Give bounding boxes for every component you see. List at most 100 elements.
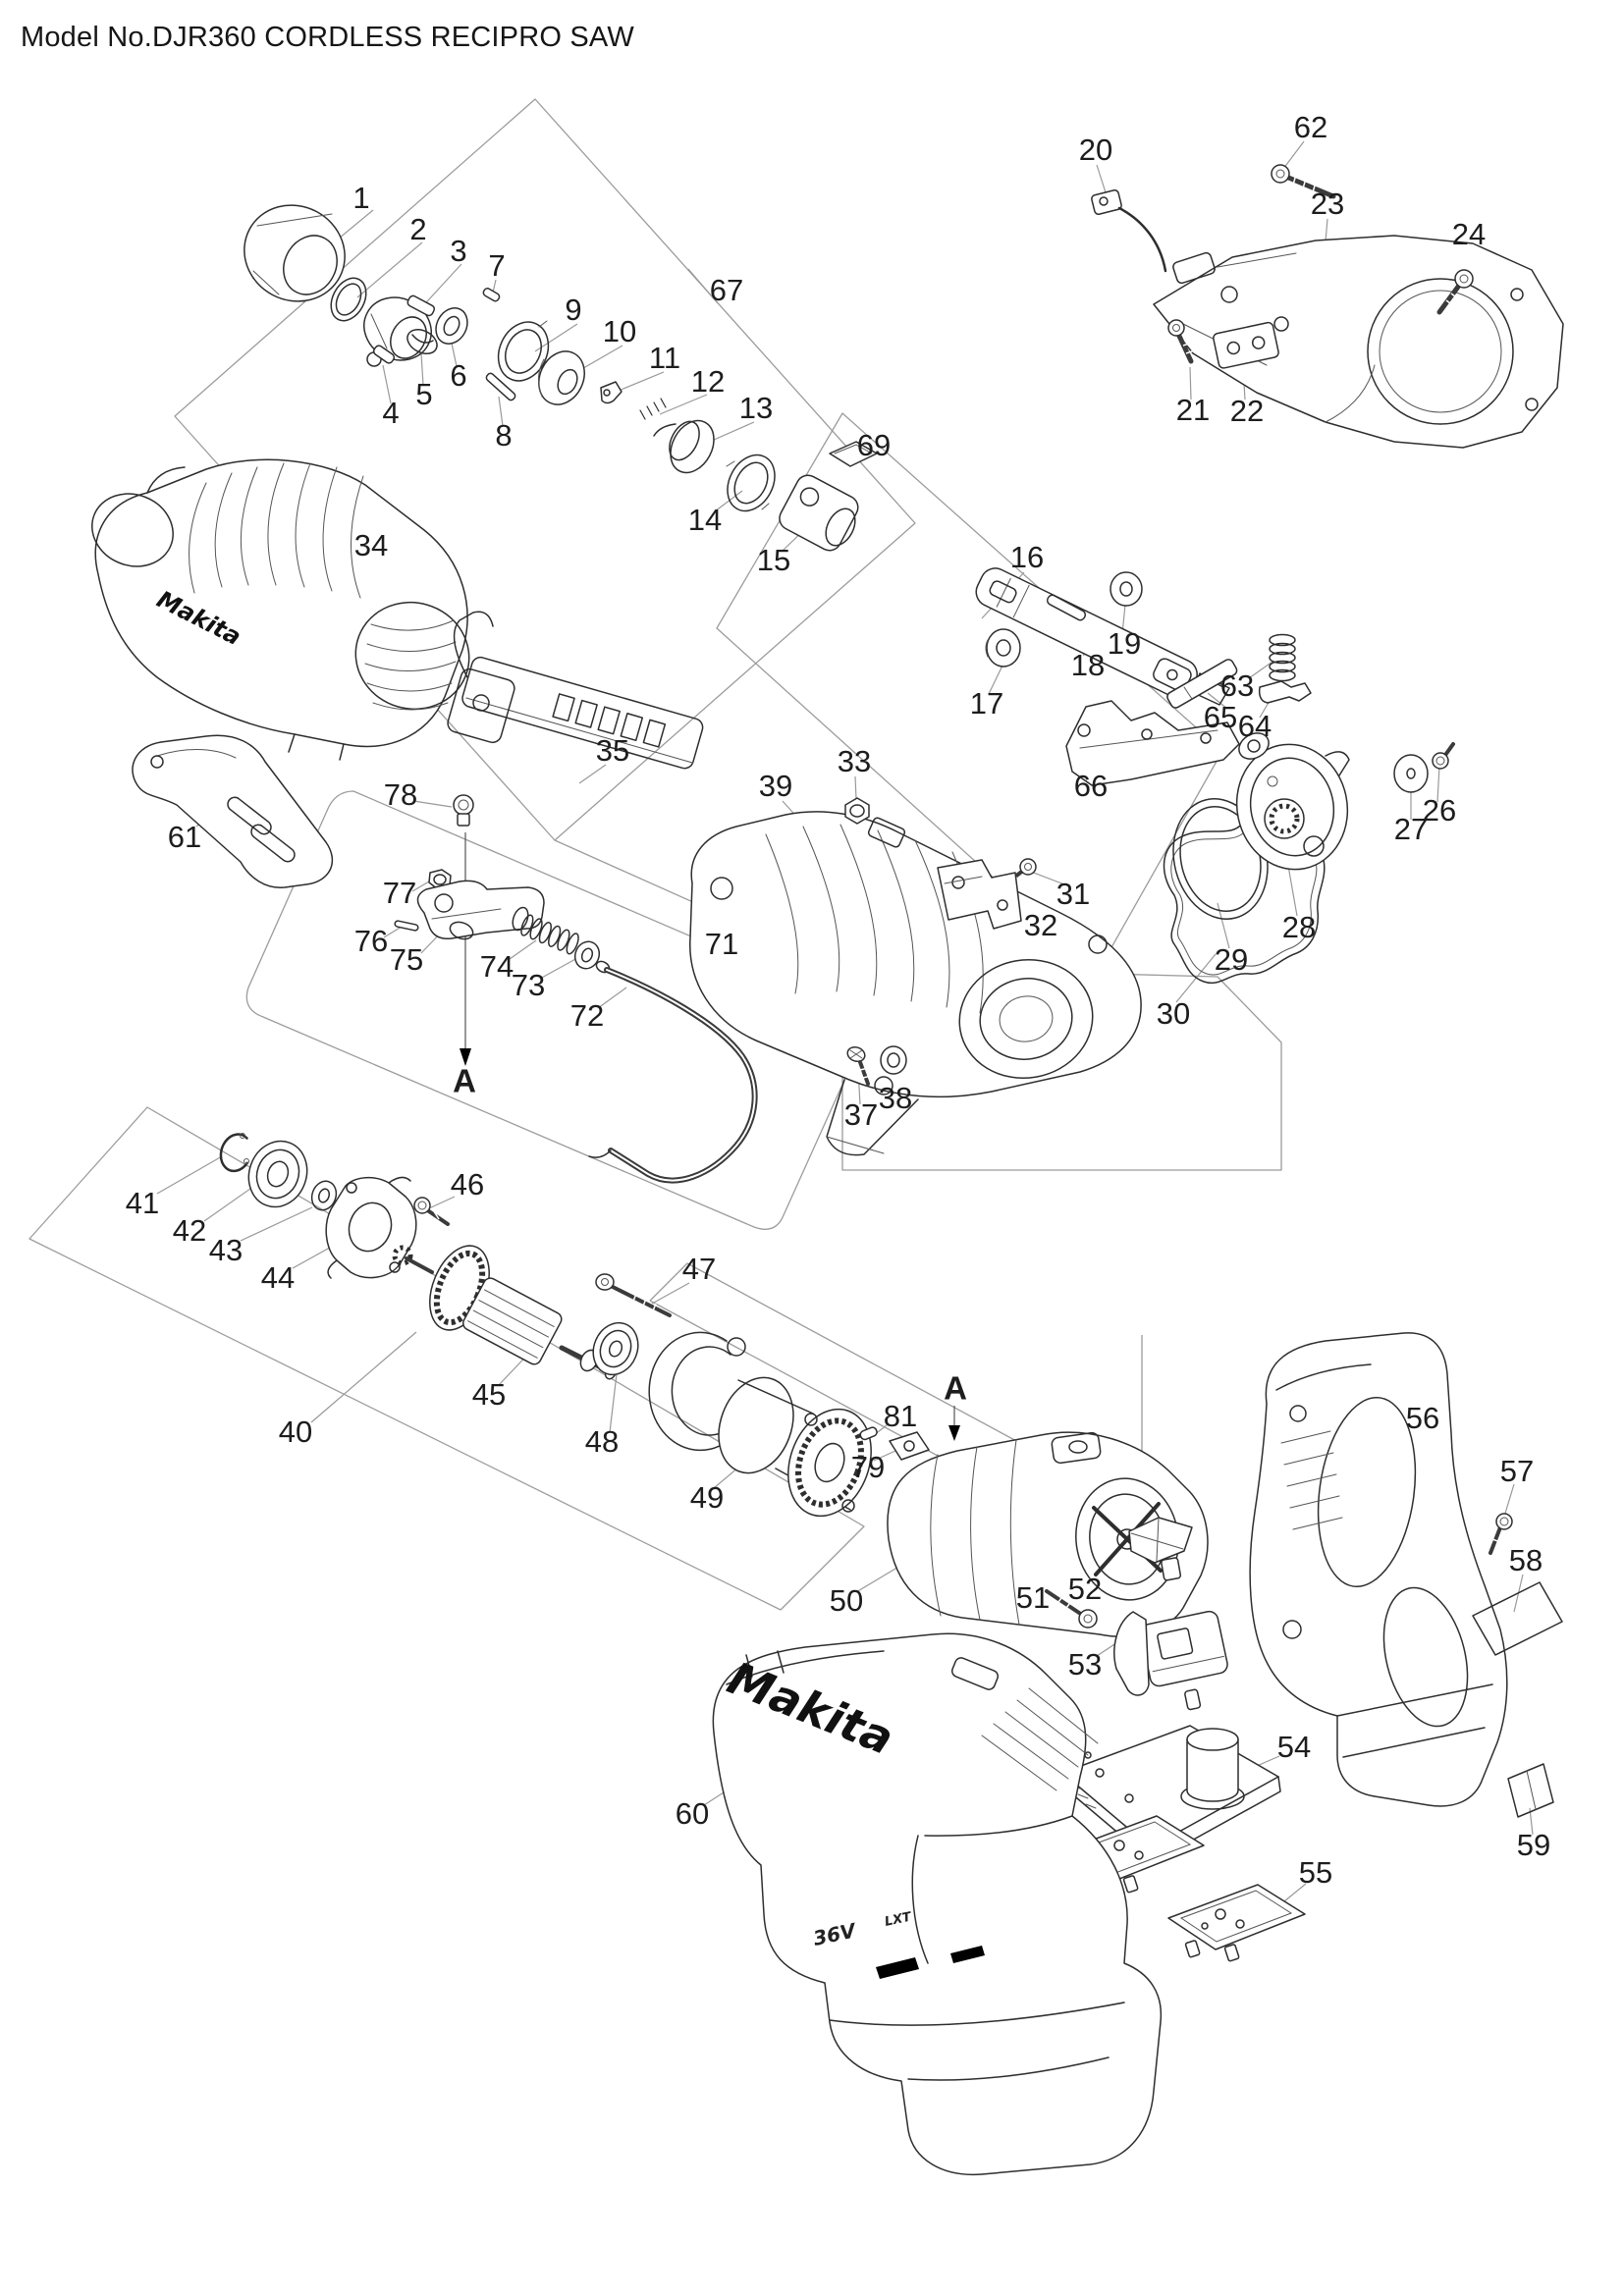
part-drawing-5 [406,328,438,355]
part-label-16: 16 [1010,540,1044,574]
part-label-49: 49 [690,1480,724,1515]
part-label-78: 78 [384,777,417,812]
part-label-59: 59 [1517,1828,1550,1862]
part-label-45: 45 [472,1377,506,1412]
part-drawing-28 [1235,732,1350,871]
part-drawing-37 [846,1045,872,1086]
part-drawing-15 [779,474,859,552]
part-label-56: 56 [1406,1401,1439,1435]
part-label-35: 35 [596,733,629,768]
part-label-13: 13 [739,391,773,425]
part-drawing-18 [1046,594,1087,621]
part-drawing-47 [595,1273,672,1317]
part-label-6: 6 [450,358,466,393]
part-label-54: 54 [1277,1730,1311,1764]
part-label-72: 72 [570,998,604,1033]
part-drawing-66 [1065,700,1240,786]
part-drawing-21 [1167,319,1196,364]
part-label-41: 41 [126,1186,159,1220]
part-drawing-59 [1507,1763,1554,1818]
part-drawing-20 [1091,189,1167,273]
boundary-motor-group [649,1262,1143,1544]
view-a-axis-1 [460,832,471,1066]
part-drawing-48 [592,1321,639,1376]
part-drawing-61 [132,734,334,888]
part-drawing-24 [1436,269,1474,315]
part-label-1: 1 [352,181,369,215]
part-label-14: 14 [688,503,722,537]
part-drawing-62 [1271,164,1336,199]
part-drawing-6 [435,307,468,345]
part-label-32: 32 [1024,908,1057,942]
part-drawing-49 [718,1376,872,1518]
part-drawing-74 [520,914,579,955]
part-label-28: 28 [1282,910,1316,944]
part-drawing-26 [1432,742,1455,770]
part-drawing-1 [244,204,346,302]
part-drawing-9 [497,320,550,382]
part-label-44: 44 [261,1260,295,1295]
part-label-26: 26 [1423,793,1456,828]
part-label-53: 53 [1068,1647,1102,1682]
part-label-3: 3 [450,234,466,268]
part-drawing-11 [600,381,623,404]
part-label-58: 58 [1509,1543,1543,1577]
part-label-51: 51 [1016,1580,1050,1615]
part-drawing-3 [363,294,436,361]
diagram-title: Model No.DJR360 CORDLESS RECIPRO SAW [21,22,634,53]
part-label-12: 12 [691,364,725,399]
part-drawing-22 [1213,321,1279,369]
part-drawing-46 [413,1197,450,1226]
part-label-7: 7 [488,248,505,283]
part-label-39: 39 [759,769,792,803]
part-label-33: 33 [838,744,871,778]
part-drawing-32 [937,859,1022,930]
part-label-65: 65 [1204,700,1237,734]
part-drawing-57 [1489,1513,1513,1555]
part-label-57: 57 [1500,1454,1534,1488]
part-label-67: 67 [710,273,743,307]
part-drawing-30 [1163,816,1326,985]
part-drawing-2 [330,277,367,322]
part-label-62: 62 [1294,110,1327,144]
part-drawing-14 [726,454,776,512]
part-drawing-75 [416,880,545,940]
part-drawing-35 [447,611,704,770]
part-drawing-38 [880,1045,907,1075]
part-label-31: 31 [1056,877,1090,911]
part-drawing-7 [482,288,501,302]
part-label-23: 23 [1311,187,1344,221]
part-drawing-43 [310,1180,338,1211]
part-drawing-33 [844,797,870,825]
part-label-8: 8 [495,418,512,453]
part-label-34: 34 [354,528,388,562]
part-drawing-63 [1269,633,1296,682]
part-drawing-42 [247,1140,308,1208]
part-label-61: 61 [168,820,201,854]
part-drawing-53 [1113,1610,1228,1711]
part-drawing-76 [394,920,419,932]
part-label-55: 55 [1299,1855,1332,1890]
part-label-74: 74 [480,949,514,984]
boundary-gearhousing-group [841,966,1282,1171]
part-label-27: 27 [1394,812,1428,846]
part-label-30: 30 [1157,996,1190,1031]
part-drawing-79 [889,1431,930,1461]
part-label-60: 60 [676,1796,709,1831]
part-label-71: 71 [705,927,738,961]
part-drawing-56 [1249,1332,1508,1807]
part-label-42: 42 [173,1213,206,1248]
part-drawing-69 [829,441,878,467]
part-drawing-50 [887,1431,1209,1637]
part-drawing-52 [1128,1517,1193,1581]
part-drawing-13 [653,419,715,474]
part-drawing-12 [639,398,667,420]
part-drawing-64 [1258,680,1312,704]
part-label-20: 20 [1079,133,1112,167]
part-drawing-78 [453,794,474,827]
part-label-43: 43 [209,1233,243,1267]
part-label-79: 79 [851,1450,885,1484]
boundary-armature-group [28,1106,865,1611]
